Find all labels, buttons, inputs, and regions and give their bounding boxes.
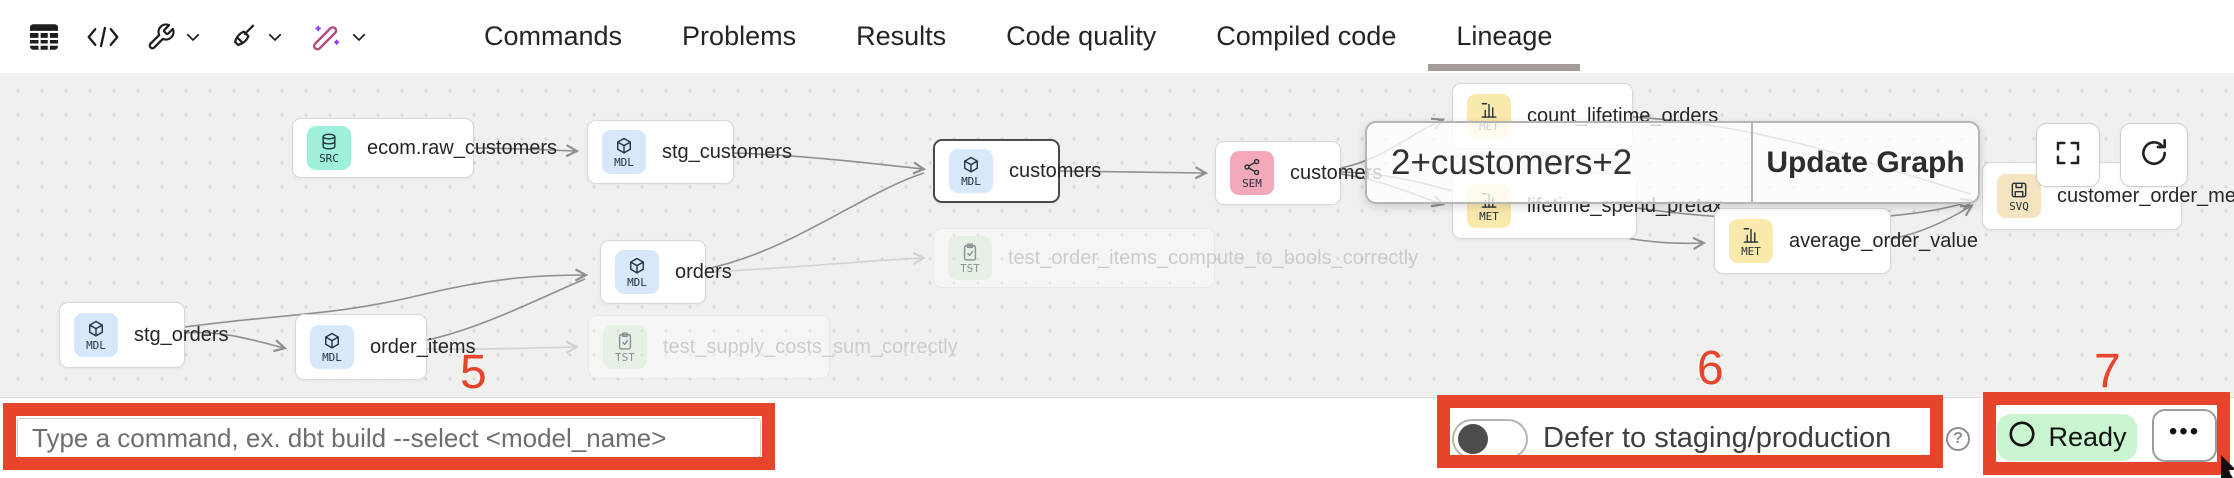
more-options-button[interactable]: •••	[2152, 409, 2217, 462]
tab-code-quality[interactable]: Code quality	[1006, 21, 1157, 51]
node-label: order_items	[370, 336, 476, 358]
expand-icon	[2053, 138, 2083, 173]
ready-label: Ready	[2048, 422, 2127, 452]
database-icon: SRC	[307, 126, 351, 170]
node-label: customers	[1009, 160, 1102, 182]
test-clipboard-icon: TST	[603, 325, 647, 369]
node-test-order-items[interactable]: TST test_order_items_compute_to_bools_cor…	[933, 228, 1418, 288]
defer-toggle[interactable]	[1452, 419, 1528, 459]
ellipsis-icon: •••	[2168, 417, 2201, 445]
ready-status-button[interactable]: Ready	[1997, 414, 2137, 461]
tab-compiled-code[interactable]: Compiled code	[1216, 21, 1397, 51]
chevron-down-icon	[266, 28, 284, 46]
lineage-selector-popover: 2+customers+2 Update Graph	[1365, 121, 1980, 204]
defer-label: Defer to staging/production	[1543, 422, 1892, 454]
panel-tabs: Commands Problems Results Code quality Compi…	[484, 0, 1581, 73]
edge-stg-orders-to-order-items	[184, 331, 288, 353]
cube-icon: MDL	[602, 130, 646, 174]
broom-icon	[228, 22, 258, 52]
refresh-graph-button[interactable]	[2120, 123, 2188, 187]
badge-label: SEM	[1242, 176, 1262, 190]
edge-raw-to-stg-customers	[473, 144, 580, 158]
toggle-knob	[1458, 424, 1488, 454]
chevron-down-icon	[184, 28, 202, 46]
command-bar: Defer to staging/production ? Ready •••	[0, 397, 2234, 478]
edge-customers-to-semantic	[1059, 166, 1209, 180]
badge-label: SVQ	[2009, 199, 2029, 213]
tab-problems[interactable]: Problems	[682, 21, 797, 51]
node-label: customer_order_metrics	[2057, 185, 2234, 207]
popover-divider	[1751, 123, 1753, 202]
edge-stg-orders-to-orders	[184, 268, 589, 328]
edge-orders-to-customers	[705, 172, 925, 270]
tab-results[interactable]: Results	[856, 21, 947, 51]
test-clipboard-icon: TST	[948, 236, 992, 280]
badge-label: MET	[1479, 209, 1499, 223]
node-label: stg_customers	[662, 141, 793, 163]
code-button[interactable]	[86, 24, 120, 50]
toolbar	[28, 0, 368, 73]
cube-icon: MDL	[949, 149, 993, 193]
chevron-down-icon	[350, 28, 368, 46]
semantic-graph-icon: SEM	[1230, 151, 1274, 195]
node-average-order-value[interactable]: MET average_order_value	[1714, 208, 1978, 274]
cube-icon: MDL	[74, 313, 118, 357]
node-customers-semantic[interactable]: SEM customers	[1215, 141, 1382, 205]
badge-label: MDL	[961, 174, 981, 188]
node-stg-customers[interactable]: MDL stg_customers	[587, 120, 792, 184]
badge-label: TST	[960, 261, 980, 275]
clean-button[interactable]	[228, 22, 284, 52]
table-view-button[interactable]	[28, 23, 60, 51]
ai-assist-button[interactable]	[310, 22, 368, 52]
badge-label: MDL	[322, 350, 342, 364]
node-label: orders	[675, 261, 732, 283]
node-label: stg_orders	[134, 324, 229, 346]
table-icon	[28, 23, 60, 51]
metric-chart-icon: MET	[1729, 219, 1773, 263]
edge-orders-to-test-order-items	[705, 251, 927, 273]
command-input[interactable]	[17, 418, 761, 458]
help-icon[interactable]: ?	[1946, 427, 1970, 451]
node-ecom-raw-customers[interactable]: SRC ecom.raw_customers	[292, 118, 557, 178]
node-label: customers	[1290, 162, 1383, 184]
refresh-icon	[2138, 137, 2170, 174]
edge-order-items-to-orders	[426, 278, 586, 341]
cube-icon: MDL	[615, 250, 659, 294]
tab-commands[interactable]: Commands	[484, 21, 623, 51]
cube-icon: MDL	[310, 325, 354, 369]
node-order-items[interactable]: MDL order_items	[295, 314, 476, 380]
node-stg-orders[interactable]: MDL stg_orders	[59, 302, 229, 368]
badge-label: MET	[1741, 244, 1761, 258]
update-graph-button[interactable]: Update Graph	[1766, 145, 1965, 179]
badge-label: MDL	[627, 275, 647, 289]
node-label: test_supply_costs_sum_correctly	[663, 336, 958, 358]
badge-label: TST	[615, 350, 635, 364]
code-icon	[86, 24, 120, 50]
saved-query-icon: SVQ	[1997, 174, 2041, 218]
node-label: test_order_items_compute_to_bools_correc…	[1008, 247, 1419, 269]
badge-label: MDL	[86, 338, 106, 352]
node-label: average_order_value	[1789, 230, 1979, 252]
status-circle-icon	[2007, 419, 2037, 456]
tab-lineage[interactable]: Lineage	[1428, 0, 1581, 73]
edge-order-items-to-test-supply	[426, 340, 580, 354]
edge-average-to-metrics	[1890, 204, 1974, 240]
panel-header: Commands Problems Results Code quality Compi…	[0, 0, 2234, 74]
node-customers-model[interactable]: MDL customers	[933, 139, 1101, 203]
wrench-icon	[146, 22, 176, 52]
selector-text: 2+customers+2	[1391, 142, 1633, 182]
node-test-supply-costs[interactable]: TST test_supply_costs_sum_correctly	[588, 315, 958, 379]
magic-wand-icon	[310, 22, 342, 52]
badge-label: MDL	[614, 155, 634, 169]
node-label: ecom.raw_customers	[367, 137, 558, 159]
node-orders[interactable]: MDL orders	[600, 240, 732, 304]
fullscreen-button[interactable]	[2036, 123, 2100, 187]
badge-label: SRC	[319, 151, 339, 165]
build-tools-button[interactable]	[146, 22, 202, 52]
edge-stg-customers-to-customers	[733, 152, 927, 175]
